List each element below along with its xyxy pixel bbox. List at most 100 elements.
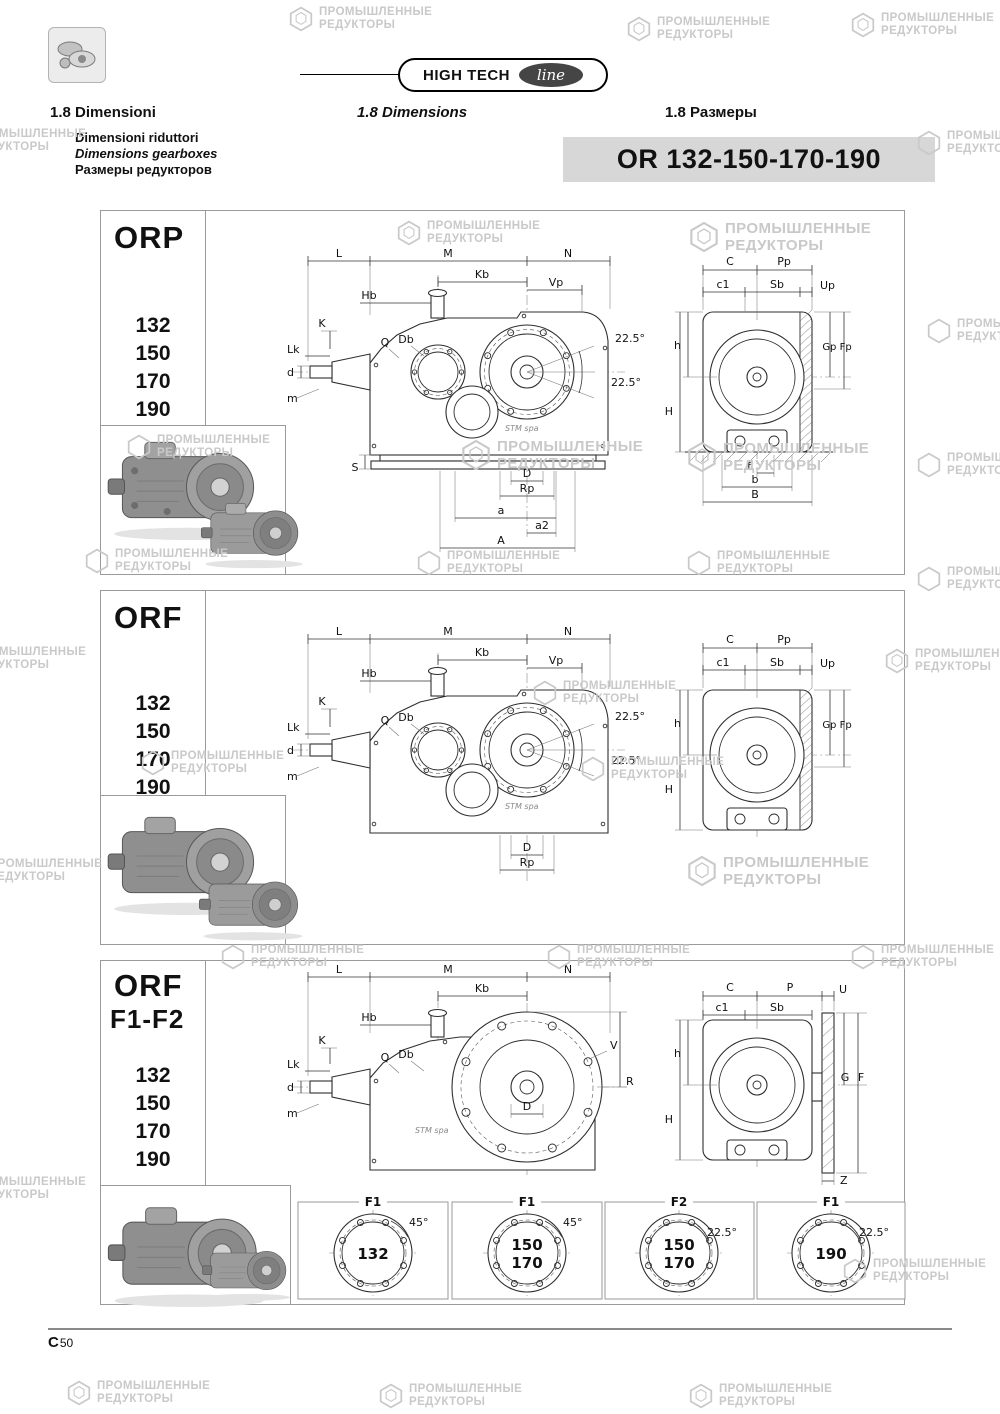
- f1f2-side-dimensions: L M N Kb Hb K Q Db Lk d m V R D: [287, 963, 634, 1120]
- watermark-line1: ПРОМЫШЛЕННЫЕ: [319, 6, 433, 18]
- dim-label-Lk: Lk: [287, 1058, 300, 1071]
- dim-label-R: R: [626, 1075, 634, 1088]
- orf-side-view: STM spa: [293, 653, 625, 883]
- dim-label-angle: 22.5°: [611, 376, 641, 389]
- dim-label-Vp: Vp: [549, 654, 564, 667]
- orf-f1f2-drawings: STM spa L M N Kb Hb K Q Db Lk d m V: [287, 963, 867, 1187]
- watermark-line2: РЕДУКТОРЫ: [657, 29, 734, 41]
- gearbox-photo: [202, 1250, 290, 1301]
- dim-label-C: C: [726, 981, 734, 994]
- dim-label-c1: c1: [716, 278, 729, 291]
- dim-label-Db: Db: [398, 333, 413, 346]
- dim-label-m: m: [287, 1107, 298, 1120]
- dim-label-Up: Up: [820, 279, 835, 292]
- size-item: 132: [135, 1064, 171, 1087]
- dim-label-Rp: Rp: [520, 482, 535, 495]
- watermark-line1: ПРОМЫШЛЕННЫЕ: [947, 130, 1000, 142]
- size-item: 170: [135, 370, 171, 393]
- dim-label-Vp: Vp: [549, 276, 564, 289]
- watermark-line1: ПРОМЫШЛЕННЫЕ: [719, 1383, 833, 1395]
- dim-label-L: L: [336, 963, 343, 976]
- panel-orf-divider-v: [205, 590, 206, 795]
- dim-label-c1: c1: [715, 1001, 728, 1014]
- series-title: OR 132-150-170-190: [616, 144, 882, 174]
- dim-label-Hb: Hb: [361, 667, 376, 680]
- dim-label-Sb: Sb: [770, 278, 784, 291]
- orp-drawings: STM spa L M N Kb Vp Hb K Q Db Lk d m: [287, 247, 852, 552]
- gearbox-photo: [201, 503, 303, 569]
- dim-label-Q: Q: [381, 336, 390, 349]
- dim-label-M: M: [443, 963, 453, 976]
- dim-label-Pp: Pp: [777, 255, 791, 268]
- dim-label-Kb: Kb: [475, 268, 489, 281]
- panel-orp-sizes: 132 150 170 190: [116, 314, 190, 422]
- line-script-text: line: [536, 66, 566, 84]
- hexagon-icon: [917, 566, 941, 592]
- size-item: 190: [135, 1148, 171, 1171]
- flange-type-label: F1: [519, 1196, 536, 1209]
- stm-logo-text: STM spa: [505, 424, 539, 433]
- watermark-line1: ПРОМЫШЛЕННЫЕ: [0, 1176, 87, 1188]
- dim-label-Db: Db: [398, 711, 413, 724]
- panel-f-title: ORF: [114, 968, 183, 1003]
- page-number: C 50: [48, 1334, 73, 1351]
- size-item: 190: [135, 398, 171, 421]
- panel-f-divider-v2: [290, 1185, 291, 1305]
- panel-orp-title: ORP: [114, 220, 185, 255]
- watermark-line2: РЕДУКТОРЫ: [719, 1396, 796, 1408]
- panel-orf-title: ORF: [114, 600, 183, 635]
- watermark-line2: РЕДУКТОРЫ: [881, 25, 958, 37]
- dim-label-A: A: [497, 534, 505, 547]
- f1f2-side-view: STM spa: [293, 998, 630, 1178]
- watermark-line1: ПРОМЫШЛЕННЫЕ: [657, 16, 771, 28]
- watermark-line2: РЕДУКТОРЫ: [0, 1189, 50, 1201]
- section-title-it: 1.8 Dimensioni: [50, 104, 156, 121]
- panel-orp-divider-v: [205, 210, 206, 425]
- orp-side-view: STM spa: [293, 275, 625, 537]
- watermark-line2: РЕДУКТОРЫ: [947, 579, 1000, 591]
- watermark-line1: ПРОМЫШЛЕННЫЕ: [0, 858, 103, 870]
- watermark-line1: ПРОМЫШЛЕННЫЕ: [947, 566, 1000, 578]
- hexagon-icon: [917, 452, 941, 478]
- dim-label-d: d: [287, 366, 294, 379]
- dim-label-H: H: [665, 1113, 673, 1126]
- dim-label-D: D: [523, 841, 531, 854]
- watermark-line1: ПРОМЫШЛЕННЫЕ: [915, 648, 1000, 660]
- dim-label-Hb: Hb: [361, 289, 376, 302]
- dim-label-h: h: [674, 1047, 681, 1060]
- panel-f-divider-v: [205, 960, 206, 1185]
- dim-label-Q: Q: [381, 1051, 390, 1064]
- watermark-line2: РЕДУКТОРЫ: [319, 19, 396, 31]
- size-item: 150: [135, 1092, 171, 1115]
- watermark-line1: ПРОМЫШЛЕННЫЕ: [0, 646, 87, 658]
- panel-orp-divider-v2: [285, 425, 286, 575]
- dim-label-G: G: [841, 1071, 850, 1084]
- dim-label-b: b: [752, 473, 759, 486]
- panel-orp-divider-h: [100, 425, 285, 426]
- flange-box-f1-190: F1 190 22.5°: [756, 1196, 906, 1300]
- f1f2-front-dimensions: C P U c1 Sb h H G F Z: [665, 981, 867, 1187]
- panel-f-sizes: 132 150 170 190: [116, 1064, 190, 1172]
- dim-label-Rp: Rp: [520, 856, 535, 869]
- watermark-line2: РЕДУКТОРЫ: [957, 331, 1000, 343]
- dim-label-Kb: Kb: [475, 646, 489, 659]
- rollers-icon: [57, 41, 96, 69]
- size-item: 170: [135, 748, 171, 771]
- line-script-logo: line: [519, 63, 583, 87]
- flange-box-f1-132: F1 132 45°: [297, 1196, 449, 1300]
- dim-label-h: h: [674, 339, 681, 352]
- dim-label-d: d: [287, 744, 294, 757]
- stm-logo-text: STM spa: [505, 802, 539, 811]
- flange-angle: 22.5°: [859, 1226, 889, 1239]
- hexagon-icon: [927, 318, 951, 344]
- dim-label-Kb: Kb: [475, 982, 489, 995]
